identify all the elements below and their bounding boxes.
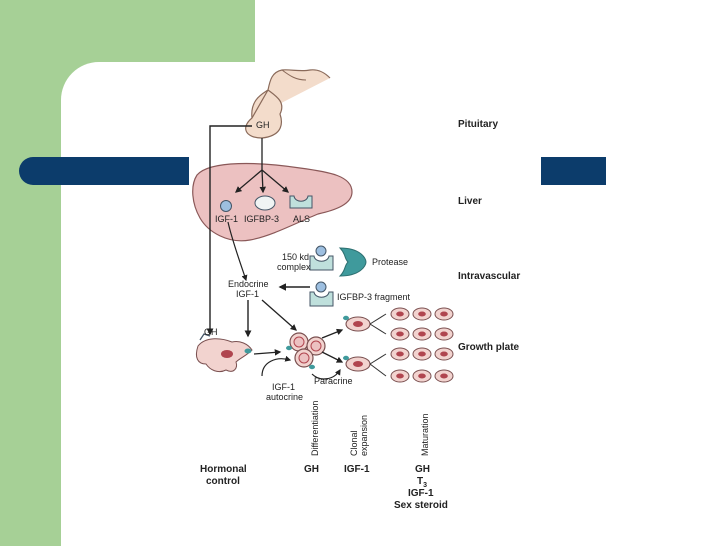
clonal-expansion-label-line1: Clonal [349, 430, 359, 456]
gh-pituitary-label: GH [256, 120, 270, 130]
gh-cell-label: GH [204, 327, 218, 337]
navy-accent-bar-right [541, 157, 606, 185]
igfbp3-molecule [254, 195, 276, 211]
als-molecule [289, 195, 313, 209]
paracrine-arrow [311, 368, 341, 380]
igf1-molecule-liver [220, 200, 232, 212]
maturing-chondrocyte-columns [390, 307, 454, 383]
navy-accent-bar-left [19, 157, 189, 185]
endocrine-label-line1: Endocrine [228, 279, 269, 289]
hormonal-control-label-line1: Hormonal [200, 464, 247, 475]
arrow-to-igfbp3 [259, 169, 267, 194]
hormonal-gh-maturation: GH [415, 464, 430, 475]
autocrine-arrow [261, 355, 292, 377]
chondrocyte-cluster-icon [286, 332, 326, 370]
stage-intravascular: Intravascular [458, 271, 520, 282]
hormonal-sex-steroid-maturation: Sex steroid [394, 500, 448, 511]
150kd-complex-icon [309, 245, 334, 271]
to-clonal-lower-arrow [321, 351, 344, 363]
complex-label-line2: complex [277, 262, 311, 272]
protease-label: Protease [372, 257, 408, 267]
maturation-label: Maturation [420, 413, 430, 456]
cell-to-chondrocyte-arrow [253, 349, 282, 356]
hormonal-t3-maturation: T3 [417, 476, 427, 489]
igf1-autocrine-label-line2: autocrine [266, 392, 303, 402]
white-content-card [61, 62, 728, 546]
differentiation-label: Differentiation [310, 401, 320, 456]
stage-liver: Liver [458, 196, 482, 207]
pituitary-gland-icon [245, 69, 331, 139]
protease-icon [338, 247, 367, 277]
t3-base: T [417, 476, 423, 487]
als-label: ALS [293, 214, 310, 224]
progenitor-cell-icon [195, 333, 253, 373]
clonal-cells-icon [343, 315, 371, 372]
hormonal-gh-differentiation: GH [304, 464, 319, 475]
igf1-liver-label: IGF-1 [215, 214, 238, 224]
hormonal-igf1-clonal: IGF-1 [344, 464, 370, 475]
arrow-to-igf1 [235, 169, 263, 193]
stage-growth-plate: Growth plate [458, 342, 520, 353]
igf1-to-endocrine-arrow [227, 221, 248, 282]
to-clonal-upper-arrow [321, 328, 344, 339]
igfbp3-label: IGFBP-3 [244, 214, 279, 224]
endocrine-label-line2: IGF-1 [236, 289, 259, 299]
t3-subscript: 3 [423, 482, 427, 489]
igfbp3-fragment-label: IGFBP-3 fragment [337, 292, 411, 302]
stage-pituitary: Pituitary [458, 119, 498, 130]
gh-direct-to-cell-arrow [206, 125, 252, 336]
arrow-to-als [261, 169, 289, 193]
igfbp3-fragment-icon [309, 281, 334, 307]
branching-lines [369, 313, 387, 377]
igf1-autocrine-label-line1: IGF-1 [272, 382, 295, 392]
hormonal-igf1-maturation: IGF-1 [408, 488, 434, 499]
endocrine-to-chondrocyte-arrow [261, 299, 297, 331]
paracrine-label: Paracrine [314, 376, 353, 386]
hormonal-control-label-line2: control [206, 476, 240, 487]
clonal-expansion-label-line2: expansion [359, 415, 369, 456]
complex-label-line1: 150 kd [282, 252, 309, 262]
